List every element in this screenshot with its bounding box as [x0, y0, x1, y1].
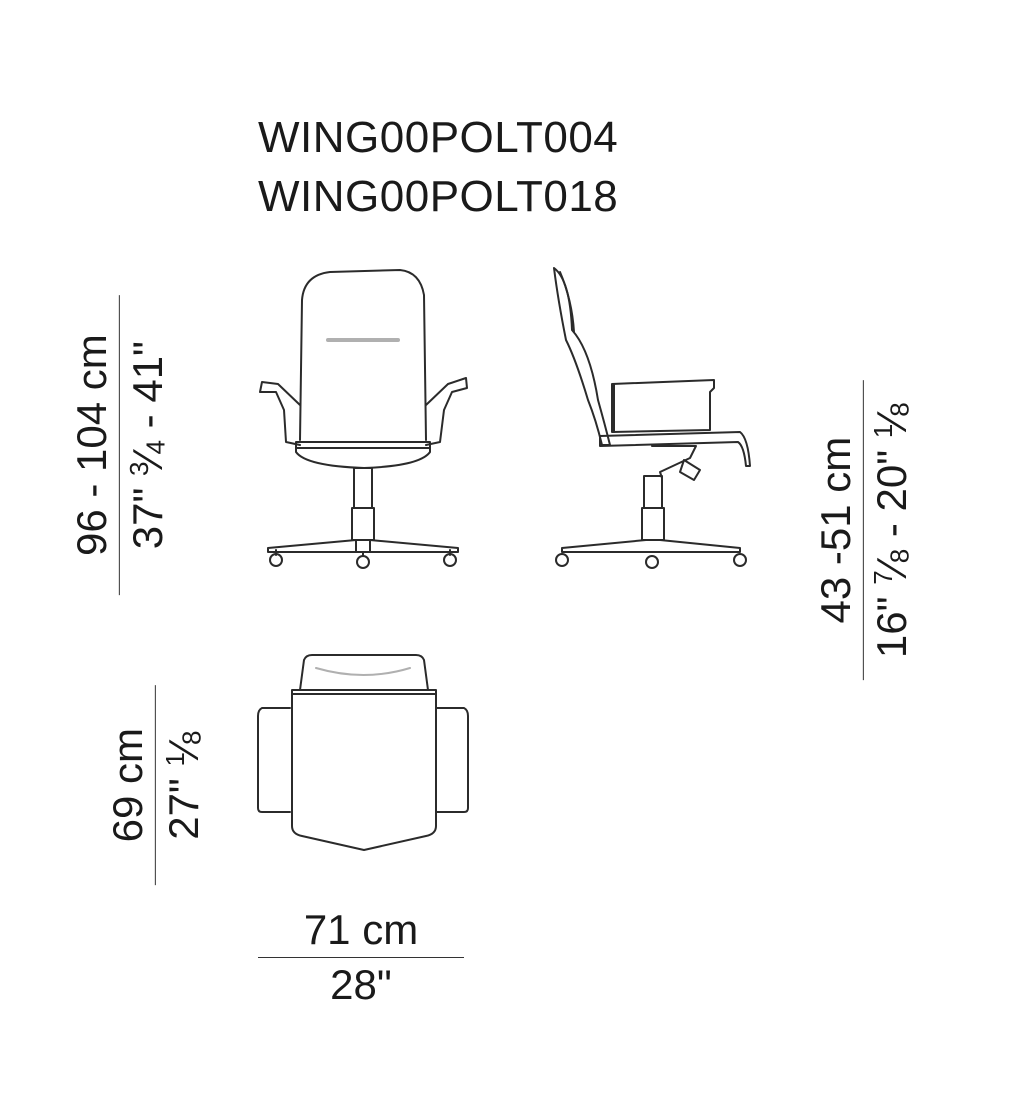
side-base: [561, 539, 741, 553]
width-dimension-line: [258, 957, 464, 958]
top-seat: [291, 689, 437, 851]
width-dimension: 71 cm 28": [258, 903, 464, 1012]
side-mechanism: [651, 445, 697, 479]
side-view: [553, 267, 751, 569]
side-gas-lift: [643, 475, 663, 509]
product-code-2: WING00POLT018: [258, 172, 619, 221]
top-view: [257, 654, 469, 851]
front-seat: [295, 441, 431, 469]
side-caster-center: [645, 555, 659, 569]
side-armrest: [611, 379, 715, 433]
front-gas-lift: [353, 467, 373, 509]
product-code-1: WING00POLT004: [258, 113, 619, 162]
width-imperial: 28": [330, 961, 392, 1008]
side-lever: [679, 459, 701, 481]
front-left-arm: [259, 381, 301, 446]
front-view: [259, 269, 468, 569]
side-caster-right: [733, 553, 747, 567]
side-caster-left: [555, 553, 569, 567]
front-caster-right: [443, 553, 457, 567]
front-right-arm: [425, 377, 468, 446]
top-left-arm: [257, 707, 291, 813]
width-metric: 71 cm: [303, 906, 419, 953]
top-right-arm: [435, 707, 469, 813]
top-backrest: [299, 654, 429, 691]
front-caster-left: [269, 553, 283, 567]
front-backrest: [299, 269, 427, 441]
side-seat: [599, 431, 751, 467]
side-backrest: [553, 267, 611, 446]
front-base: [267, 539, 459, 553]
front-caster-center: [356, 555, 370, 569]
